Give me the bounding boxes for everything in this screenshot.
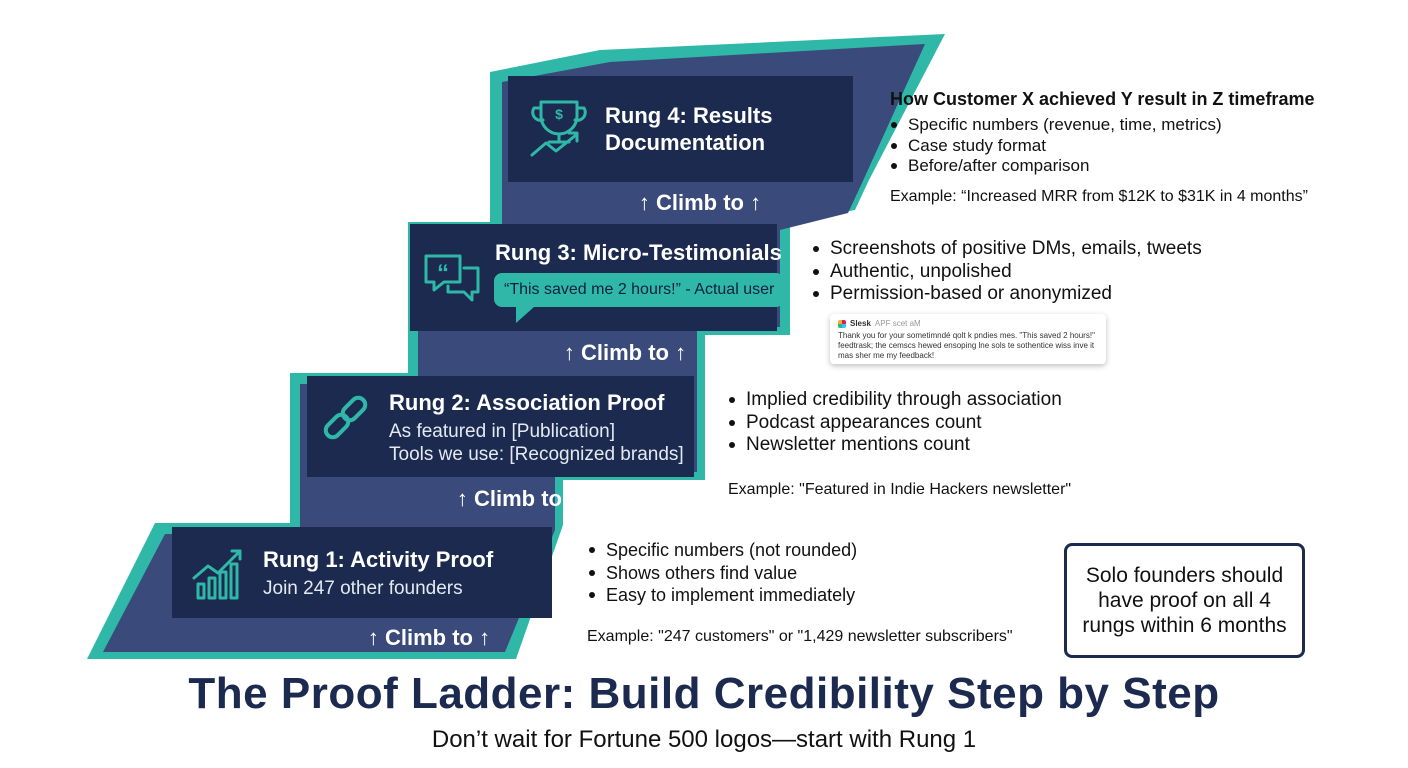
rung-2-bullets: Implied credibility through association … <box>724 389 1062 457</box>
rung-1-bullet: Shows others find value <box>584 562 857 585</box>
rung-1-example: Example: "247 customers" or "1,429 newsl… <box>587 628 1013 645</box>
rung-3-bullet: Screenshots of positive DMs, emails, twe… <box>808 238 1202 261</box>
bar-chart-growth-icon <box>192 549 242 600</box>
dm-card-app: Slesk <box>850 319 871 328</box>
rung-4-heading: How Customer X achieved Y result in Z ti… <box>890 89 1315 109</box>
rung-2-bullet: Implied credibility through association <box>724 389 1062 412</box>
climb-label-to-rung-2: ↑ Climb to ↑ <box>456 486 580 511</box>
rung-1-riser <box>172 527 552 618</box>
rung-2-title: Rung 2: Association Proof <box>389 390 665 415</box>
dm-card-line: Thank you for your sometimndé qolt k pnd… <box>838 331 1095 340</box>
rung-2-lines: As featured in [Publication] Tools we us… <box>389 420 684 466</box>
rung-4-title-line1: Rung 4: Results <box>605 103 773 128</box>
rung-3-bullet: Permission-based or anonymized <box>808 283 1202 306</box>
rung-4-example: Example: “Increased MRR from $12K to $31… <box>890 188 1308 205</box>
dm-card-meta: APF scet aM <box>874 319 921 328</box>
quote-bubbles-icon <box>424 254 480 302</box>
bubble-tail <box>516 307 534 323</box>
rung-4-bullet: Case study format <box>886 136 1222 157</box>
rung-2-riser <box>307 376 694 477</box>
rung-4-bullets: Specific numbers (revenue, time, metrics… <box>886 115 1222 177</box>
climb-label-to-rung-1: ↑ Climb to ↑ <box>367 625 491 650</box>
rung-4-bullet: Specific numbers (revenue, time, metrics… <box>886 115 1222 136</box>
rung-1-bullet: Easy to implement immediately <box>584 584 857 607</box>
callout-box: Solo founders should have proof on all 4… <box>1064 543 1305 658</box>
staircase-tread <box>103 44 925 652</box>
rung-3-bullets: Screenshots of positive DMs, emails, twe… <box>808 238 1202 306</box>
rung-2-line-tools: Tools we use: [Recognized brands] <box>389 444 684 465</box>
trophy-dollar-icon <box>530 100 587 157</box>
rung-4-riser <box>508 76 853 182</box>
climb-label-to-rung-4: ↑ Climb to ↑ <box>638 190 762 215</box>
rung-3-title: Rung 3: Micro-Testimonials <box>495 240 782 265</box>
rung-1-subtitle: Join 247 other founders <box>263 578 463 599</box>
rung-2-line-featured: As featured in [Publication] <box>389 421 616 442</box>
testimonial-quote-bubble: “This saved me 2 hours!” - Actual user <box>494 273 785 323</box>
rung-1-title: Rung 1: Activity Proof <box>263 547 494 572</box>
page-title: The Proof Ladder: Build Credibility Step… <box>188 669 1220 718</box>
slack-logo-icon <box>838 320 846 328</box>
testimonial-quote-text: “This saved me 2 hours!” - Actual user <box>504 281 775 298</box>
rung-4-bullet: Before/after comparison <box>886 156 1222 177</box>
dollar-sign-glyph: $ <box>555 106 563 122</box>
rung-4-title-line2: Documentation <box>605 130 766 155</box>
dm-card-line: mas sher me my feedback! <box>838 351 935 360</box>
rung-1-bullet: Specific numbers (not rounded) <box>584 539 857 562</box>
dm-card-header: Slesk APF scet aM <box>838 319 1098 329</box>
dm-screenshot-card: Slesk APF scet aM Thank you for your som… <box>830 314 1106 364</box>
dm-card-line: feedtrask; the cemscs hewed ensoping lne… <box>838 341 1095 350</box>
rung-2-example: Example: "Featured in Indie Hackers news… <box>728 481 1072 498</box>
rung-4-title: Rung 4: Results Documentation <box>605 102 772 156</box>
rung-2-bullet: Podcast appearances count <box>724 412 1062 435</box>
page-subtitle: Don’t wait for Fortune 500 logos—start w… <box>431 726 977 753</box>
rung-2-bullet: Newsletter mentions count <box>724 434 1062 457</box>
rung-3-bullet: Authentic, unpolished <box>808 261 1202 284</box>
climb-label-to-rung-3: ↑ Climb to ↑ <box>563 340 687 365</box>
callout-text: Solo founders should have proof on all 4… <box>1082 564 1287 637</box>
rung-1-bullets: Specific numbers (not rounded) Shows oth… <box>584 539 857 607</box>
chain-link-icon <box>323 395 368 440</box>
quote-marks-glyph: “ <box>437 260 449 287</box>
